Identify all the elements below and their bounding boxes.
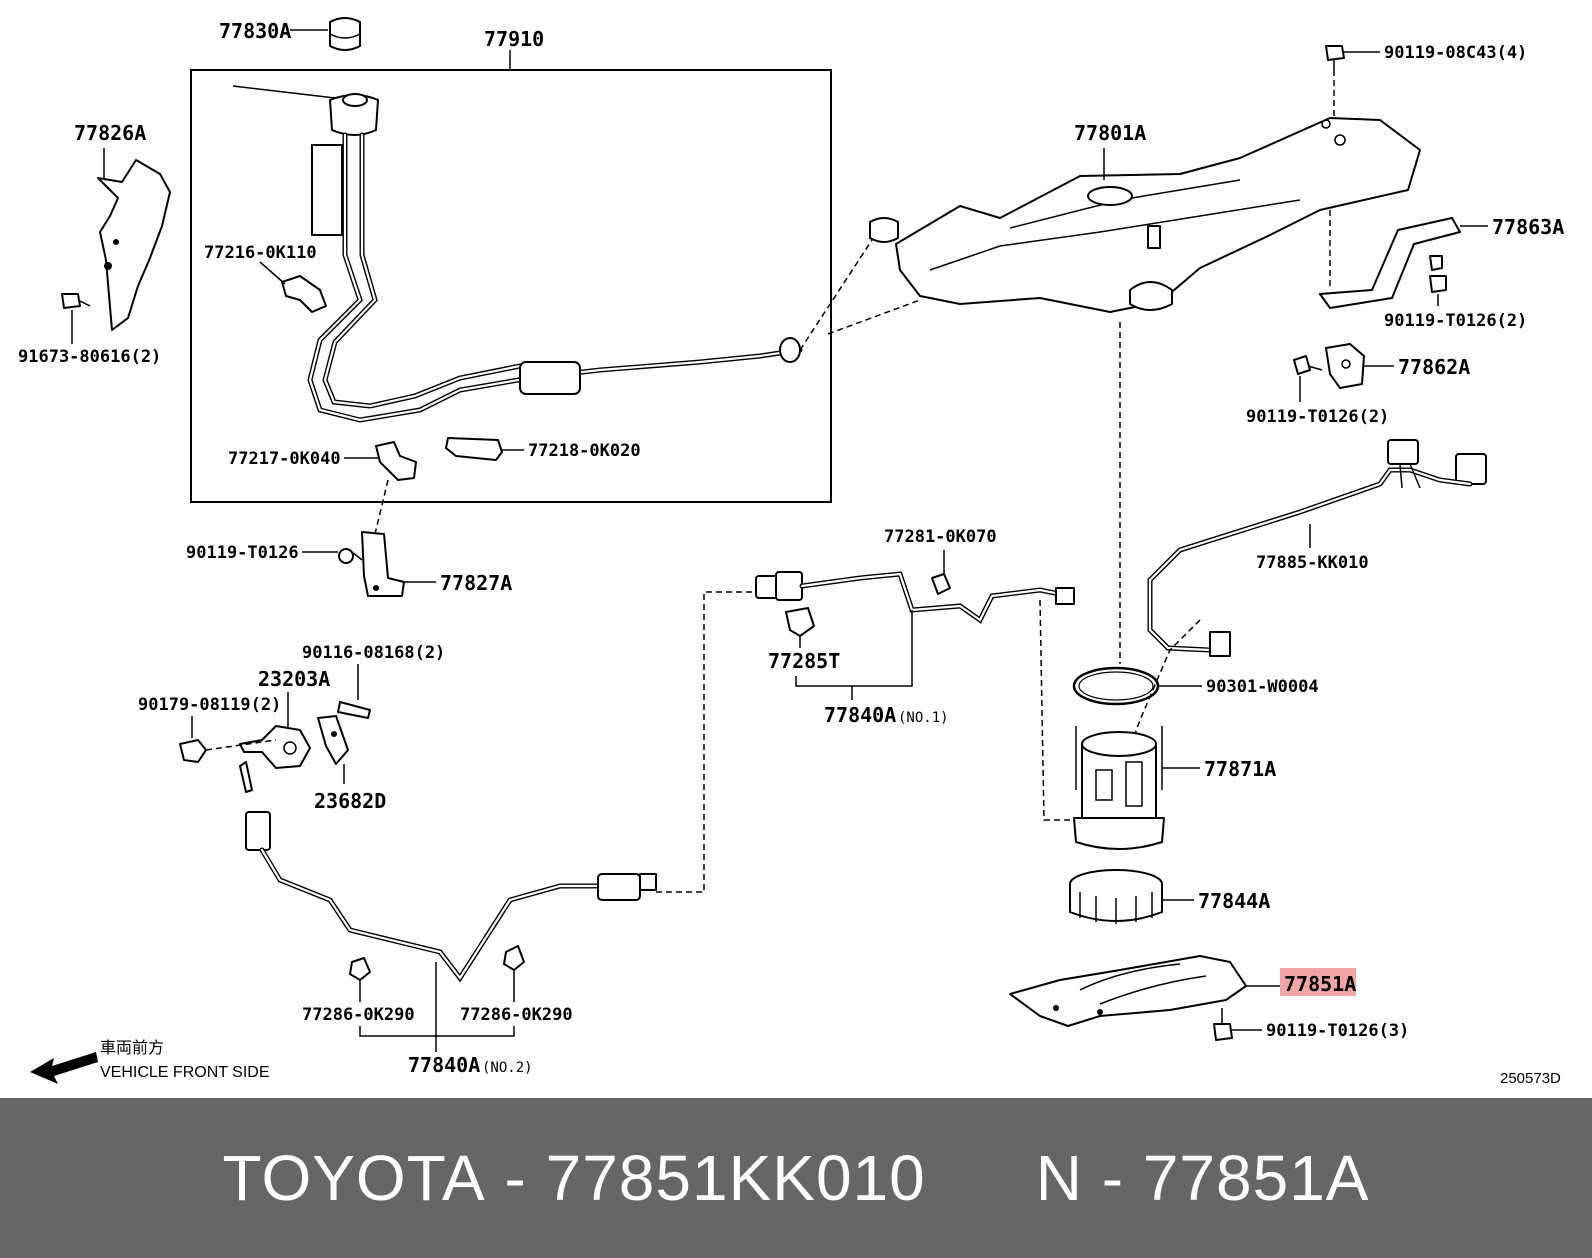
footer-bar: TOYOTA - 77851KK010 N - 77851A (0, 1098, 1592, 1258)
part-77862A[interactable] (1325, 343, 1365, 389)
part-77216-0K110[interactable] (281, 275, 327, 313)
label-77871A[interactable]: 77871A (1204, 757, 1276, 781)
label-90119-T0126-c[interactable]: 90119-T0126(2) (1246, 407, 1389, 427)
part-90119-T0126-d[interactable] (1213, 1008, 1233, 1041)
part-filler-pipe (232, 85, 803, 423)
part-77851A-protector[interactable] (1009, 955, 1247, 1027)
part-90301-W0004-oring[interactable] (1072, 666, 1160, 706)
label-77862A[interactable]: 77862A (1398, 355, 1470, 379)
label-90116-08168[interactable]: 90116-08168(2) (302, 643, 445, 663)
label-77285T[interactable]: 77285T (768, 649, 840, 673)
label-77840A-no1-note: (NO.1) (898, 710, 949, 726)
label-91673-80616[interactable]: 91673-80616(2) (18, 347, 161, 367)
footer-sep-1: - (485, 1142, 546, 1214)
label-90119-T0126-b[interactable]: 90119-T0126(2) (1384, 311, 1527, 331)
vehicle-front-jp: 車両前方 (100, 1039, 164, 1057)
drawing-code: 250573D (1500, 1070, 1561, 1087)
highlight-77851A (1280, 968, 1356, 996)
label-77801A[interactable]: 77801A (1074, 121, 1146, 145)
label-77840A-no2-note: (NO.2) (482, 1060, 533, 1076)
part-77827A[interactable] (361, 531, 405, 597)
part-77285T[interactable] (785, 607, 815, 637)
label-77216-0K110[interactable]: 77216-0K110 (204, 243, 317, 263)
part-23682D[interactable] (317, 715, 349, 765)
label-23203A[interactable]: 23203A (258, 667, 330, 691)
footer-sep-2: - (1082, 1142, 1143, 1214)
label-77281-0K070[interactable]: 77281-0K070 (884, 527, 997, 547)
label-77851A[interactable]: 77851A (1284, 972, 1356, 996)
label-77830A[interactable]: 77830A (219, 19, 291, 43)
part-90179-08119[interactable] (179, 739, 207, 763)
part-90119-T0126-c[interactable] (1293, 355, 1323, 375)
label-77217-0K040[interactable]: 77217-0K040 (228, 449, 341, 469)
label-77840A-no2[interactable]: 77840A (408, 1053, 480, 1077)
footer-part-number: 77851KK010 (545, 1142, 926, 1214)
label-77840A-no1[interactable]: 77840A (824, 703, 896, 727)
part-77840A-no2-harness[interactable] (245, 811, 657, 983)
label-77910[interactable]: 77910 (484, 27, 544, 51)
label-77827A[interactable]: 77827A (440, 571, 512, 595)
part-90119-08C43[interactable] (1325, 45, 1345, 76)
footer-brand: TOYOTA (222, 1142, 486, 1214)
part-77826A[interactable] (97, 159, 171, 331)
label-90119-T0126-a[interactable]: 90119-T0126 (186, 543, 299, 563)
label-77826A[interactable]: 77826A (74, 121, 146, 145)
part-77801A-fuel-tank[interactable] (869, 117, 1421, 313)
label-77863A[interactable]: 77863A (1492, 215, 1564, 239)
label-77286-0K290-b[interactable]: 77286-0K290 (460, 1005, 573, 1025)
label-77286-0K290-a[interactable]: 77286-0K290 (302, 1005, 415, 1025)
parts-diagram: 77910 77830A 77216-0K110 77217-0K040 772… (18, 17, 1564, 1087)
label-90119-T0126-d[interactable]: 90119-T0126(3) (1266, 1021, 1409, 1041)
label-90301-W0004[interactable]: 90301-W0004 (1206, 677, 1319, 697)
label-23682D[interactable]: 23682D (314, 789, 386, 813)
label-90119-08C43[interactable]: 90119-08C43(4) (1384, 43, 1527, 63)
part-90119-T0126-a[interactable] (338, 548, 363, 564)
part-77286-0K290-b[interactable] (503, 945, 525, 971)
part-77840A-no1-harness[interactable] (755, 571, 1075, 624)
part-23203A[interactable] (239, 725, 311, 793)
part-77863A[interactable] (1319, 217, 1461, 309)
part-77217-0K040[interactable] (375, 441, 417, 481)
part-77218-0K020[interactable] (445, 437, 503, 461)
front-arrow-icon (30, 1052, 98, 1084)
part-90119-T0126-b[interactable] (1429, 255, 1447, 293)
vehicle-front-en: VEHICLE FRONT SIDE (100, 1064, 270, 1081)
part-77286-0K290-a[interactable] (349, 957, 371, 981)
part-91673-80616[interactable] (61, 293, 91, 309)
label-77885-KK010[interactable]: 77885-KK010 (1256, 553, 1369, 573)
footer-ref-prefix: N (1035, 1142, 1083, 1214)
label-77844A[interactable]: 77844A (1198, 889, 1270, 913)
assembly-box-77910 (190, 69, 832, 503)
part-90116-08168[interactable] (337, 701, 371, 719)
part-77885-KK010-harness[interactable] (1147, 439, 1487, 657)
label-90179-08119[interactable]: 90179-08119(2) (138, 695, 281, 715)
footer-ref-number: 77851A (1142, 1142, 1370, 1214)
label-77218-0K020[interactable]: 77218-0K020 (528, 441, 641, 461)
part-77281-0K070[interactable] (931, 573, 951, 595)
part-77844A-ring[interactable] (1069, 869, 1163, 924)
part-77871A-pump[interactable] (1073, 726, 1165, 850)
part-77830A[interactable] (329, 17, 361, 51)
